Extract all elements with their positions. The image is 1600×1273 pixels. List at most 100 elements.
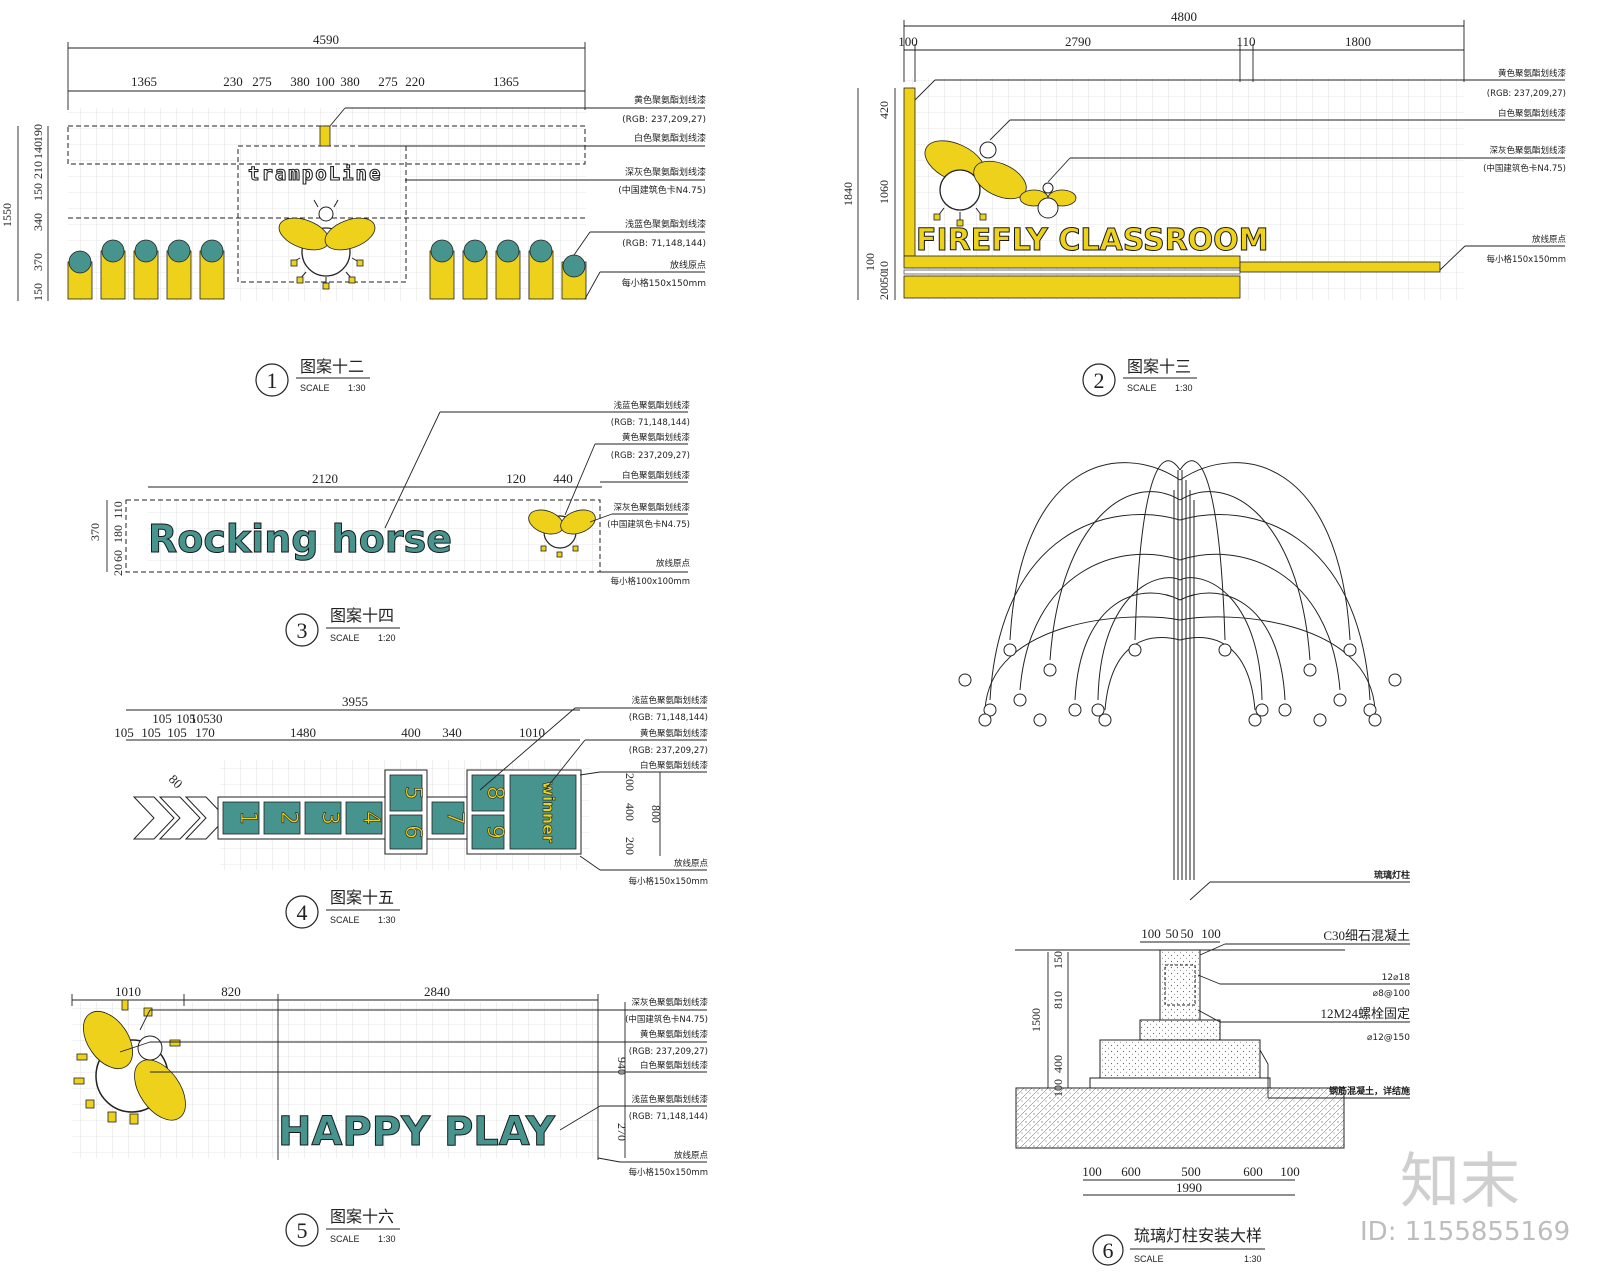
p2-dim: 100 (863, 253, 877, 271)
panel-4: 3955 105 105 105 30 105 105 105 170 1480… (114, 694, 709, 929)
p6-dim: 100 (1051, 1079, 1065, 1097)
p6-dim: 600 (1243, 1164, 1263, 1179)
p3-dim-height: 370 (88, 523, 102, 541)
p2-dim: 10 (877, 261, 891, 273)
p1-dim: 190 (31, 124, 45, 142)
p1-dim: 370 (31, 253, 45, 271)
p4-dim: 1010 (519, 725, 545, 740)
p6-dim: 100 (1201, 926, 1221, 941)
p3-firefly-icon (528, 509, 596, 558)
p1-dim-total: 4590 (313, 32, 339, 47)
p6-number: 6 (1103, 1238, 1114, 1263)
p1-dim: 150 (31, 183, 45, 201)
p5-note: 深灰色聚氨酯划线漆 (631, 997, 708, 1008)
p2-notes: 黄色聚氨酯划线漆 (RGB: 237,209,27) 白色聚氨酯划线漆 深灰色聚… (914, 68, 1567, 271)
p2-dim: 110 (1236, 34, 1255, 49)
p1-note: (中国建筑色卡N4.75) (618, 184, 706, 196)
p4-winner-label: winner (539, 781, 558, 843)
p2-note: 每小格150x150mm (1486, 254, 1566, 265)
p6-dim: 50 (1181, 926, 1194, 941)
p1-dim: 380 (340, 74, 360, 89)
p4-note: (RGB: 71,148,144) (629, 713, 708, 723)
p1-note: 浅蓝色聚氨酯划线漆 (625, 218, 706, 230)
p3-note: (中国建筑色卡N4.75) (607, 519, 690, 530)
p4-dim-total: 3955 (342, 694, 368, 709)
p3-note: (RGB: 237,209,27) (611, 451, 690, 461)
p4-title: 图案十五 (330, 888, 394, 907)
p4-dim: 800 (649, 805, 663, 823)
p2-dim: 100 (898, 34, 918, 49)
p6-label-rebar1: 12⌀18 (1382, 973, 1411, 983)
p2-word: FIREFLY CLASSROOM (916, 223, 1269, 258)
p6-label-concrete: C30细石混凝土 (1323, 928, 1410, 943)
p1-word: trampoLine (248, 163, 382, 185)
p6-dim: 100 (1280, 1164, 1300, 1179)
p4-cell-label: 4 (358, 811, 383, 825)
p6-dim: 50 (1166, 926, 1179, 941)
p2-note: 深灰色聚氨酯划线漆 (1489, 145, 1566, 156)
p4-cell-label: 1 (235, 811, 260, 825)
p6-dim: 400 (1051, 1055, 1065, 1073)
p6-dim: 100 (1082, 1164, 1102, 1179)
p3-scale: 1:20 (378, 633, 396, 643)
p4-cell-label: 7 (442, 811, 467, 825)
p2-left-bar (903, 87, 916, 257)
p1-note: 深灰色聚氨酯划线漆 (625, 166, 706, 178)
p6-label-rebar2: ⌀8@100 (1373, 989, 1411, 999)
p4-dim: 105 (152, 711, 172, 726)
p1-note: 黄色聚氨酯划线漆 (634, 94, 706, 106)
p4-dim: 170 (195, 725, 215, 740)
p1-note: 白色聚氨酯划线漆 (634, 132, 706, 144)
p5-word: HAPPY PLAY (278, 1109, 556, 1155)
brand-id: ID: 1155855169 (1360, 1217, 1570, 1247)
p6-dim-total: 1990 (1176, 1180, 1202, 1195)
p2-dim: 1060 (877, 180, 891, 204)
p1-dim: 100 (315, 74, 335, 89)
p3-notes: 浅蓝色聚氨酯划线漆 (RGB: 71,148,144) 黄色聚氨酯划线漆 (RG… (384, 400, 691, 587)
p1-dim: 1365 (493, 74, 519, 89)
p4-dim-angle: 80 (166, 772, 186, 792)
p5-dim: 820 (221, 984, 241, 999)
p4-notes: 浅蓝色聚氨酯划线漆 (RGB: 71,148,144) 黄色聚氨酯划线漆 (RG… (479, 695, 709, 887)
p5-note: 浅蓝色聚氨酯划线漆 (631, 1094, 708, 1105)
p5-note: 每小格150x150mm (628, 1167, 708, 1178)
p4-dim: 1480 (290, 725, 316, 740)
p2-note: 白色聚氨酯划线漆 (1498, 108, 1567, 119)
p2-firefly-small-icon (1019, 182, 1077, 219)
panel-1: 4590 1365 230 275 380 100 380 275 220 13… (0, 32, 706, 397)
p1-dim: 275 (252, 74, 272, 89)
p6-dim-height: 1500 (1029, 1008, 1043, 1032)
p6-scale-label: SCALE (1134, 1254, 1164, 1264)
p5-note: (RGB: 237,209,27) (629, 1047, 708, 1057)
p3-dim: 60 (111, 550, 125, 562)
p4-cell-label: 9 (482, 825, 507, 839)
p6-label-base: 钢筋混凝土，详结施 (1329, 1085, 1410, 1097)
p3-note: (RGB: 71,148,144) (611, 418, 690, 428)
p4-dim: 105 (176, 711, 196, 726)
p3-dim: 2120 (312, 471, 338, 486)
p4-note: 白色聚氨酯划线漆 (640, 760, 709, 771)
p4-note: (RGB: 237,209,27) (629, 746, 708, 756)
p3-note: 黄色聚氨酯划线漆 (622, 432, 691, 443)
p1-dim: 340 (31, 213, 45, 231)
panel-2: 4800 100 2790 110 1800 1840 420 1060 100… (841, 9, 1567, 397)
p1-dim: 150 (31, 283, 45, 301)
p5-number: 5 (297, 1218, 308, 1243)
p1-pillars-left (67, 239, 225, 300)
p1-title: 图案十二 (300, 357, 364, 376)
p2-dim-height: 1840 (841, 182, 855, 206)
p6-label-post: 琉璃灯柱 (1374, 869, 1410, 881)
p4-dim: 105 (190, 711, 210, 726)
panel-3: 2120 120 440 370 110 180 60 20 Rocking h… (88, 400, 691, 647)
p5-note: 黄色聚氨酯划线漆 (640, 1029, 709, 1040)
p4-dim: 200 (623, 837, 637, 855)
p1-scale-label: SCALE (300, 383, 330, 393)
p4-dim: 105 (141, 725, 161, 740)
p1-notes: 黄色聚氨酯划线漆 (RGB: 237,209,27) 白色聚氨酯划线漆 深灰色聚… (329, 94, 706, 300)
p1-dim: 380 (290, 74, 310, 89)
panel-5: 1010 820 2840 HAPPY PLAY 940 270 深灰色聚氨酯划… (71, 984, 709, 1247)
p6-dim: 810 (1051, 991, 1065, 1009)
p2-scale: 1:30 (1175, 383, 1193, 393)
p4-dim: 340 (442, 725, 462, 740)
